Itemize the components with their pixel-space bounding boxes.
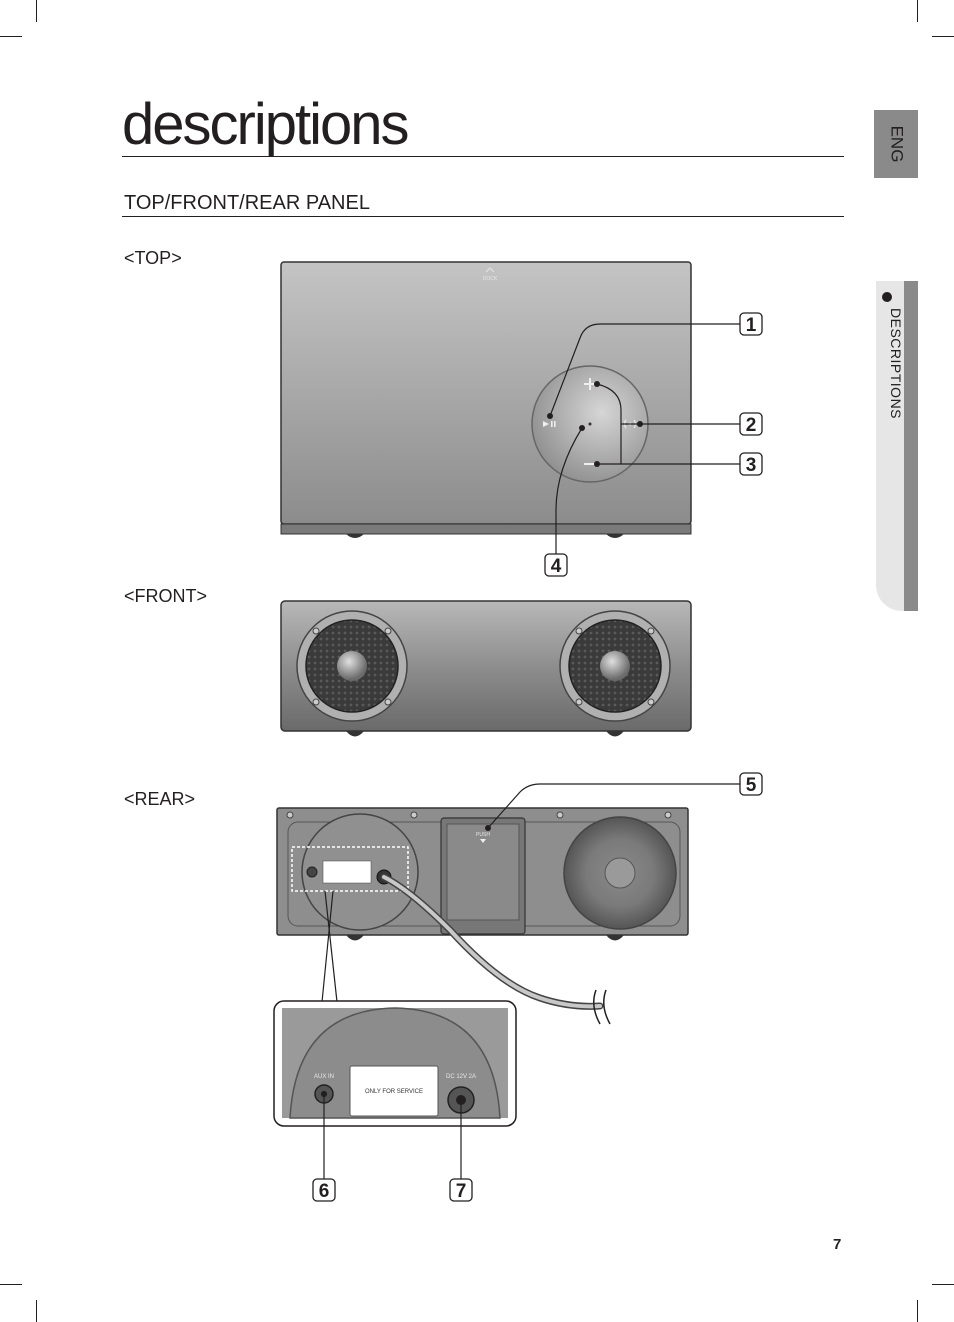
knob-center [588, 422, 592, 426]
callout-lines-top [549, 323, 740, 554]
rear-detail-zoom: AUX IN DC 12V 2A ONLY FOR SERVICE [273, 1000, 517, 1127]
svg-text:4: 4 [551, 556, 562, 577]
callout-badge-1: 1 [739, 312, 763, 336]
callout-badge-2: 2 [739, 412, 763, 436]
callout-line-5 [487, 783, 740, 829]
svg-text:3: 3 [746, 455, 757, 476]
callout-badge-4: 4 [544, 553, 568, 577]
svg-text:6: 6 [319, 1181, 330, 1202]
callout-badge-3: 3 [739, 452, 763, 476]
callout-dot-5 [485, 825, 491, 831]
right-speaker [559, 610, 671, 722]
dc-input-label: DC 12V 2A [446, 1074, 476, 1080]
top-view: DOCK [280, 261, 692, 538]
callout-badge-7: 7 [449, 1178, 473, 1202]
callout-badge-6: 6 [312, 1178, 336, 1202]
title-rule [122, 156, 844, 157]
crop-mark [36, 1300, 37, 1322]
zoom-port-plate [289, 1007, 501, 1119]
callout-dot-7 [458, 1097, 464, 1103]
service-label-text: ONLY FOR SERVICE [365, 1089, 423, 1095]
svg-text:2: 2 [746, 415, 757, 436]
heading-rule [122, 216, 844, 217]
svg-text:1: 1 [746, 315, 757, 336]
dock-door-inner [446, 823, 520, 921]
cable-break-mark [593, 989, 601, 1025]
highlight-box [291, 846, 409, 892]
dock-label: DOCK [483, 276, 498, 282]
cable-break-mark [603, 989, 611, 1025]
svg-text:5: 5 [746, 775, 757, 796]
top-panel-base [280, 523, 692, 535]
crop-mark [36, 0, 37, 22]
side-section-label: DESCRIPTIONS [888, 308, 904, 420]
power-cable-highlight [382, 875, 602, 1009]
aux-jack-small [306, 866, 318, 878]
crop-mark [0, 1284, 22, 1285]
zoom-line [321, 890, 334, 1003]
callout-dot-6 [321, 1091, 327, 1097]
front-label: <FRONT> [124, 586, 208, 606]
passive-radiator-center [604, 857, 636, 889]
push-arrow-icon [480, 839, 486, 843]
language-tab: ENG [874, 110, 918, 178]
rear-view: PUSH [276, 807, 689, 941]
crop-mark [932, 1284, 954, 1285]
crop-mark [932, 36, 954, 37]
page-number: 7 [833, 1236, 842, 1253]
callout-dots-top [547, 381, 643, 467]
play-pause-icon [543, 421, 556, 427]
foot [346, 731, 364, 737]
service-label-small [322, 860, 372, 884]
push-label: PUSH [476, 832, 490, 838]
aux-in-label: AUX IN [314, 1074, 334, 1080]
svg-text:7: 7 [456, 1181, 467, 1202]
side-tab-bar [904, 281, 918, 611]
foot [606, 935, 624, 941]
rear-label: <REAR> [124, 789, 196, 809]
top-label: <TOP> [124, 248, 182, 268]
crop-mark [917, 0, 918, 22]
page-title: descriptions [122, 92, 409, 157]
dock-arrow-icon [485, 266, 495, 273]
foot [606, 731, 624, 737]
service-label [349, 1065, 439, 1117]
left-speaker [296, 610, 408, 722]
foot [346, 935, 364, 941]
zoom-line [324, 890, 338, 1003]
foot [346, 534, 364, 538]
front-view [280, 600, 692, 737]
crop-mark [917, 1300, 918, 1322]
bullet-icon [882, 292, 892, 302]
foot [606, 534, 624, 538]
callout-badge-5: 5 [739, 772, 763, 796]
crop-mark [0, 36, 22, 37]
screws [286, 811, 672, 819]
section-heading: TOP/FRONT/REAR PANEL [124, 192, 370, 214]
